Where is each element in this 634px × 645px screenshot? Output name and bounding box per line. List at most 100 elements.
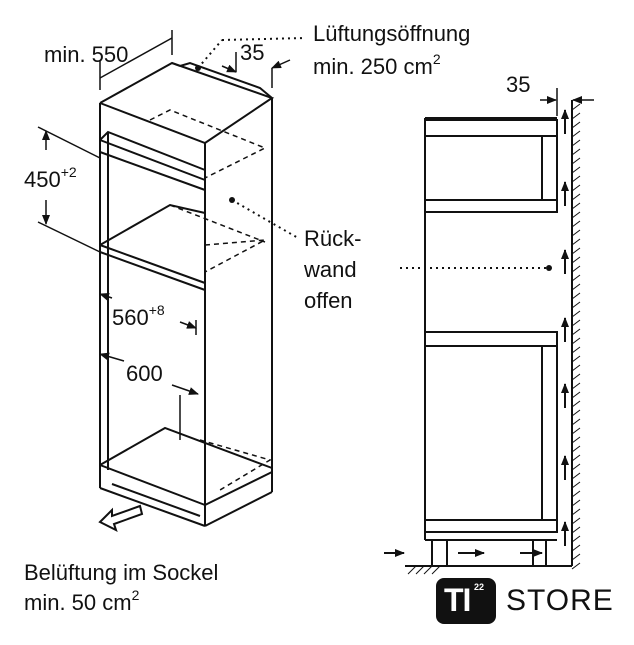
label-560-text: 560 [112,305,149,330]
wall-hatch-line [571,481,581,489]
wall-hatch-line [571,499,581,507]
wall-hatch-line [571,121,581,129]
wall-hatch-line [571,166,581,174]
wall-hatch-line [571,283,581,291]
wall-hatch-line [571,526,581,534]
label-560: 560+8 [112,302,165,330]
label-lueftung-sup: 2 [433,51,441,67]
label-min-550: min. 550 [44,42,128,67]
wall-hatch-line [571,391,581,399]
wall-hatch-line [571,553,581,561]
wall-hatch-line [571,373,581,381]
floor-hatch-line [415,565,425,575]
wall-hatch-line [571,130,581,138]
wall-hatch-line [571,445,581,453]
wall-hatch-line [571,301,581,309]
floor-hatch-line [407,565,417,575]
wall-hatch-line [571,139,581,147]
wall-hatch-line [571,454,581,462]
cabinet-section [424,117,558,566]
wall-hatch-line [571,355,581,363]
wall-hatch-line [571,463,581,471]
wall-hatch-line [571,229,581,237]
wall-hatch-line [571,346,581,354]
wall-hatch-line [571,535,581,543]
leader-rueckwand [231,199,299,239]
wall-hatch-line [571,256,581,264]
wall-hatch-line [571,544,581,552]
dim-550 [99,30,173,90]
label-450-sup: +2 [61,164,77,180]
label-600: 600 [126,361,163,386]
label-sockel-2: min. 50 cm2 [24,587,140,615]
dim-450 [37,126,101,253]
label-560-sup: +8 [149,302,165,318]
wall-hatch-line [571,157,581,165]
floor-hatch-line [431,565,441,575]
dim-35-side [540,88,594,116]
label-rueck-3: offen [304,288,353,313]
logo-number: 22 [474,582,485,592]
wall-hatch-line [571,409,581,417]
leader-dot-top [195,65,201,71]
wall-hatch-line [571,418,581,426]
wall-hatch-line [571,193,581,201]
label-sockel-1: Belüftung im Sockel [24,560,218,585]
dim-35-top [221,52,291,88]
store-logo-badge: TI 22 [436,578,496,624]
label-rueck-1: Rück- [304,226,361,251]
wall-hatch-line [571,274,581,282]
leader-lueftung [197,37,306,69]
wall-hatch-line [571,364,581,372]
wall-hatch-line [571,337,581,345]
wall-hatch-line [571,310,581,318]
leader-dot-section [546,265,552,271]
wall-hatch-line [571,472,581,480]
label-lueftung-2-text: min. 250 cm [313,54,433,79]
wall-hatch-line [571,220,581,228]
label-lueftung-2: min. 250 cm2 [313,51,441,79]
label-sockel-sup: 2 [132,587,140,603]
floor-hatch-line [423,565,433,575]
logo-store-text: STORE [506,584,614,617]
wall-hatch-line [571,292,581,300]
wall-hatch-line [571,238,581,246]
leader-dot-rueck [229,197,235,203]
dim-560 [99,293,197,335]
wall-hatch-line [571,562,581,570]
label-450: 450+2 [24,164,77,192]
wall-hatch-line [571,265,581,273]
label-rueck-2: wand [303,257,357,282]
logo-ti-text: TI [444,582,471,618]
wall-hatch-line [571,103,581,111]
dim-600 [99,352,199,440]
wall-hatch-line [571,382,581,390]
wall-hatch-line [571,490,581,498]
wall-hatch-line [571,202,581,210]
wall-hatch-line [571,517,581,525]
label-450-text: 450 [24,167,61,192]
wall-hatch-line [571,148,581,156]
wall-hatch [571,103,581,570]
wall-hatch-line [571,247,581,255]
wall-hatch-line [571,427,581,435]
wall-hatch-line [571,184,581,192]
wall-hatch-line [571,436,581,444]
wall-hatch-line [571,175,581,183]
base-airflow-arrow [98,504,144,532]
label-35-top: 35 [240,40,264,65]
label-lueftung-1: Lüftungsöffnung [313,21,470,46]
label-35-side: 35 [506,72,530,97]
wall-hatch-line [571,328,581,336]
wall-hatch-line [571,508,581,516]
wall-hatch-line [571,112,581,120]
cabinet-perspective [99,61,275,527]
wall-hatch-line [571,319,581,327]
dashed-back-lines [149,109,272,491]
wall-hatch-line [571,400,581,408]
label-sockel-2-text: min. 50 cm [24,590,132,615]
floor-hatch [407,565,441,575]
wall-hatch-line [571,211,581,219]
